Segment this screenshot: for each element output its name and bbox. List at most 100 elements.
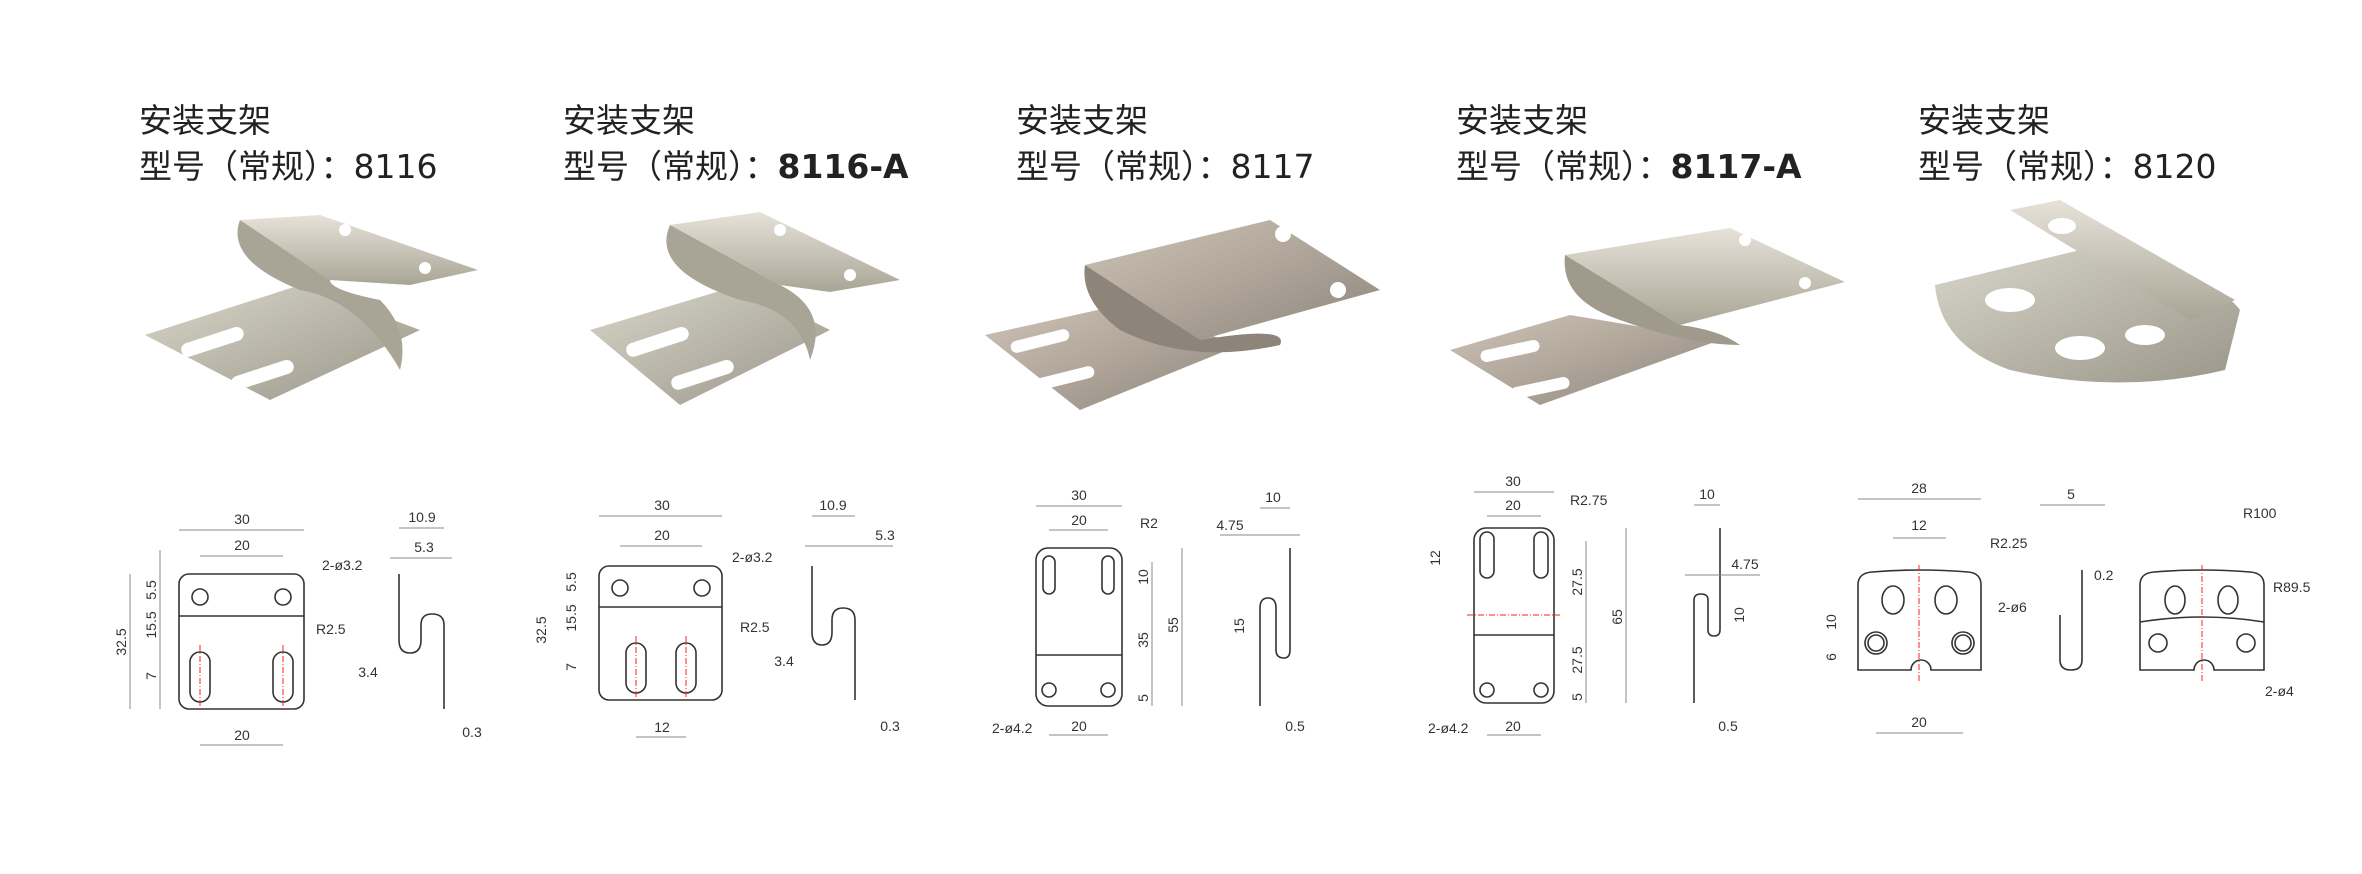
- dim-hole-spacing: 20: [1071, 718, 1087, 734]
- dim-side-bend: 5.3: [414, 539, 434, 555]
- dim-inner-radius: R89.5: [2273, 579, 2311, 595]
- product-title-8117a: 安装支架 型号（常规）：8117-A: [1456, 98, 1802, 190]
- dim-hole-radius: R2.25: [1990, 535, 2028, 551]
- product-title-8116a: 安装支架 型号（常规）：8116-A: [563, 98, 909, 190]
- dim-bottom-offset: 6: [1823, 653, 1839, 661]
- dim-side-depth: 10.9: [408, 509, 435, 525]
- dim-slot-spacing: 20: [234, 727, 250, 743]
- drawing-8120: 28 12 R2.25 2-ø6 10 6 20 5 0.2 R100 R89.…: [1823, 480, 2311, 734]
- dim-thickness: 0.2: [2094, 567, 2114, 583]
- dim-bottom-offset: 5: [1569, 693, 1585, 701]
- dim-hole-spacing: 20: [1505, 718, 1521, 734]
- model-line: 型号（常规）：8120: [1918, 144, 2216, 190]
- dim-height: 32.5: [533, 616, 549, 643]
- dim-upper-half: 27.5: [1569, 568, 1585, 595]
- model-number: 8116-A: [777, 147, 909, 186]
- dim-hole-diameter: 2-ø3.2: [322, 557, 363, 573]
- dim-small-hole-diameter: 2-ø4: [2265, 683, 2294, 699]
- dim-hole-spacing: 20: [654, 527, 670, 543]
- model-line: 型号（常规）：8117-A: [1456, 144, 1802, 190]
- dim-mid: 15.5: [143, 611, 159, 638]
- product-name: 安装支架: [1016, 101, 1148, 140]
- bracket-8116a-render: [590, 212, 900, 405]
- bracket-8116-render: [145, 215, 478, 400]
- dim-slot-length: 10: [1135, 569, 1151, 585]
- dim-slot-radius: R2: [1140, 515, 1158, 531]
- bracket-8120-render: [1935, 200, 2240, 383]
- product-title-8117: 安装支架 型号（常规）：8117: [1016, 98, 1314, 190]
- dim-mid: 15.5: [563, 604, 579, 631]
- dim-hole-diameter: 2-ø4.2: [992, 720, 1033, 736]
- dim-height: 65: [1609, 609, 1625, 625]
- drawing-8116a: 30 20 2-ø3.2 R2.5 32.5 5.5 15.5 7 12 10.…: [533, 497, 900, 738]
- dim-hole-distance: 35: [1135, 632, 1151, 648]
- dim-hole-diameter: 2-ø4.2: [1428, 720, 1469, 736]
- dim-height: 55: [1165, 617, 1181, 633]
- model-label: 型号（常规）：: [563, 147, 778, 186]
- dim-thickness: 0.3: [880, 718, 900, 734]
- model-line: 型号（常规）：8116: [139, 144, 437, 190]
- drawing-8116: 30 20 2-ø3.2 R2.5 32.5 5.5 15.5 7 20 10.…: [113, 509, 482, 746]
- dim-side-depth: 10.9: [819, 497, 846, 513]
- product-name: 安装支架: [1456, 101, 1588, 140]
- dim-height: 32.5: [113, 628, 129, 655]
- product-name: 安装支架: [563, 101, 695, 140]
- product-name: 安装支架: [139, 101, 271, 140]
- dim-side-depth: 10: [1699, 486, 1715, 502]
- model-line: 型号（常规）：8117: [1016, 144, 1314, 190]
- dim-slot-length: 7: [143, 672, 159, 680]
- dim-bend-height: 3.4: [774, 653, 794, 669]
- product-title-8120: 安装支架 型号（常规）：8120: [1918, 98, 2216, 190]
- drawing-8117: 30 20 R2 10 35 55 5 2-ø4.2 20 10 4.75 15…: [992, 487, 1305, 736]
- model-number: 8120: [2132, 147, 2217, 186]
- dim-slot-radius: R2.5: [740, 619, 770, 635]
- dim-slot-length: 7: [563, 663, 579, 671]
- dim-hole-diameter: 2-ø6: [1998, 599, 2027, 615]
- dim-bottom-offset: 5: [1135, 694, 1151, 702]
- dim-width: 30: [654, 497, 670, 513]
- dim-hole-vertical: 10: [1823, 614, 1839, 630]
- model-number: 8117-A: [1670, 147, 1802, 186]
- dim-slot-spacing: 20: [1505, 497, 1521, 513]
- dim-slot-length: 12: [1427, 550, 1443, 566]
- dim-bend-height: 3.4: [358, 664, 378, 680]
- model-line: 型号（常规）：8116-A: [563, 144, 909, 190]
- product-title-8116: 安装支架 型号（常规）：8116: [139, 98, 437, 190]
- product-name: 安装支架: [1918, 101, 2050, 140]
- dim-slot-spacing: 12: [654, 719, 670, 735]
- dim-thickness: 0.5: [1285, 718, 1305, 734]
- model-label: 型号（常规）：: [1456, 147, 1671, 186]
- dim-width: 30: [234, 511, 250, 527]
- model-label: 型号（常规）：: [1918, 147, 2133, 186]
- dim-bend-width: 4.75: [1731, 556, 1758, 572]
- dim-width: 28: [1911, 480, 1927, 496]
- drawing-8117a: 30 20 R2.75 12 27.5 27.5 65 5 2-ø4.2 20 …: [1427, 473, 1760, 736]
- dim-slot-radius: R2.75: [1570, 492, 1608, 508]
- dim-width: 30: [1505, 473, 1521, 489]
- dim-bend-height: 10: [1731, 607, 1747, 623]
- model-number: 8116: [353, 147, 438, 186]
- dim-hole-diameter: 2-ø3.2: [732, 549, 773, 565]
- dim-lower-half: 27.5: [1569, 646, 1585, 673]
- model-number: 8117: [1230, 147, 1315, 186]
- dim-thickness: 0.5: [1718, 718, 1738, 734]
- dim-thickness: 0.3: [462, 724, 482, 740]
- bracket-8117-render: [985, 220, 1380, 410]
- bracket-8117a-render: [1450, 228, 1845, 405]
- dim-slot-radius: R2.5: [316, 621, 346, 637]
- dim-side-depth: 5: [2067, 486, 2075, 502]
- dim-outer-radius: R100: [2243, 505, 2277, 521]
- dim-bend-height: 15: [1231, 618, 1247, 634]
- dim-bend-width: 4.75: [1216, 517, 1243, 533]
- model-label: 型号（常规）：: [139, 147, 354, 186]
- dim-hole-spacing: 20: [234, 537, 250, 553]
- dim-side-depth: 10: [1265, 489, 1281, 505]
- model-label: 型号（常规）：: [1016, 147, 1231, 186]
- dim-side-bend: 5.3: [875, 527, 895, 543]
- dim-top-hole-spacing: 12: [1911, 517, 1927, 533]
- dim-bottom-hole-spacing: 20: [1911, 714, 1927, 730]
- dim-slot-spacing: 20: [1071, 512, 1087, 528]
- dim-width: 30: [1071, 487, 1087, 503]
- dim-top-offset: 5.5: [563, 572, 579, 592]
